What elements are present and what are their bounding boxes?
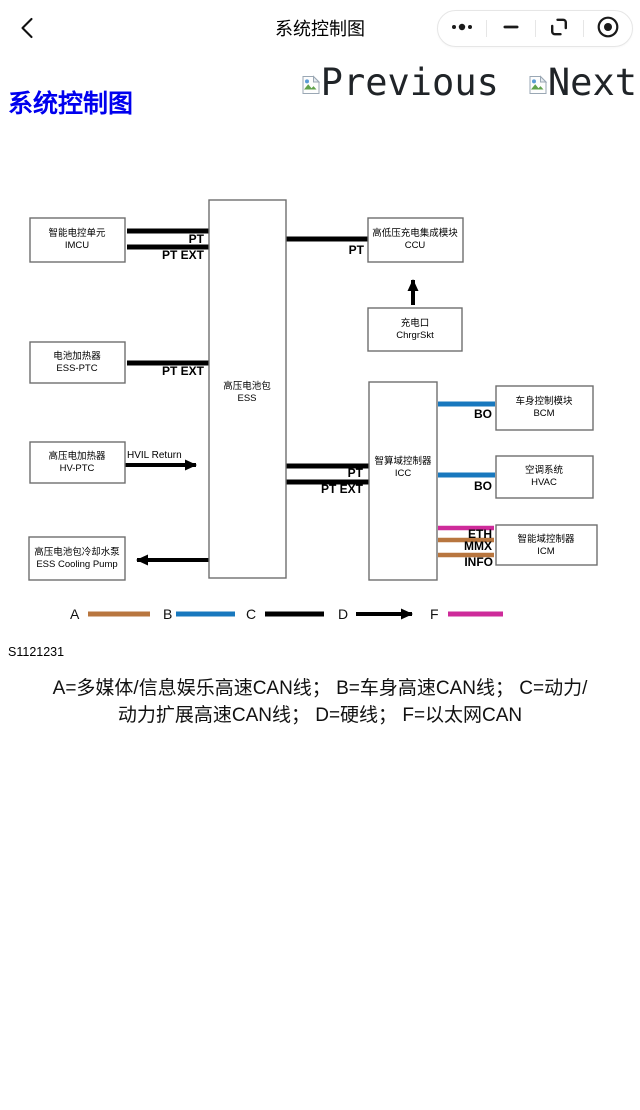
node-essptc-code: ESS-PTC xyxy=(56,363,97,374)
node-icm: 智能域控制器 ICM xyxy=(495,524,598,566)
node-bcm-name: 车身控制模块 xyxy=(515,395,573,407)
node-icm-code: ICM xyxy=(537,546,555,557)
close-circle-button[interactable] xyxy=(584,11,632,46)
node-hvac: 空调系统 HVAC xyxy=(495,455,594,499)
more-button[interactable] xyxy=(438,11,486,46)
diagram-legend: A B C D F xyxy=(70,606,503,622)
node-bcm: 车身控制模块 BCM xyxy=(495,385,594,431)
page-title: 系统控制图 xyxy=(275,19,365,39)
node-chrgr-code: ChrgrSkt xyxy=(396,330,434,341)
node-hvac-code: HVAC xyxy=(531,477,557,488)
broken-image-icon xyxy=(528,58,548,108)
next-alt-text: Next xyxy=(547,61,637,104)
node-imcu-name: 智能电控单元 xyxy=(48,227,106,239)
label-pt: PT xyxy=(348,466,364,480)
node-essptc-name: 电池加热器 xyxy=(53,350,101,362)
pager-images-row: Previous Next xyxy=(0,56,640,110)
node-pump-name: 高压电池包冷却水泵 xyxy=(34,546,120,558)
node-bcm-code: BCM xyxy=(533,408,554,419)
label-bo: BO xyxy=(474,407,492,421)
node-ccu-name: 高低压充电集成模块 xyxy=(372,227,458,239)
line-labels: PT PT EXT PT PT EXT HVIL Return PT PT EX… xyxy=(127,232,493,569)
legend-b-label: B xyxy=(163,606,172,622)
restore-button[interactable] xyxy=(536,11,584,46)
chevron-left-icon xyxy=(17,16,37,43)
capsule-divider xyxy=(534,20,536,37)
more-dots-icon xyxy=(448,15,476,42)
label-bo: BO xyxy=(474,479,492,493)
restore-window-icon xyxy=(547,15,571,42)
label-pt: PT xyxy=(189,232,205,246)
legend-caption-line2: 动力扩展高速CAN线； D=硬线； F=以太网CAN xyxy=(117,705,523,726)
can-lines-colored xyxy=(438,401,495,558)
label-pt: PT xyxy=(349,243,365,257)
node-hvptc-code: HV-PTC xyxy=(60,463,95,474)
node-hvptc-name: 高压电加热器 xyxy=(48,450,106,462)
capsule-divider xyxy=(583,20,585,37)
node-icc-name: 智算域控制器 xyxy=(374,455,432,467)
node-ess-code: ESS xyxy=(237,393,256,404)
node-ccu: 高低压充电集成模块 CCU xyxy=(367,217,464,263)
target-circle-icon xyxy=(595,14,621,43)
broken-image-icon xyxy=(301,58,321,108)
legend-c-label: C xyxy=(246,606,256,622)
label-info: INFO xyxy=(464,555,493,569)
figure-id: S1121231 xyxy=(8,645,65,659)
label-eth: ETH xyxy=(468,527,492,541)
miniprogram-capsule xyxy=(437,10,633,47)
minimize-icon xyxy=(499,15,523,42)
hardwire-arrows xyxy=(125,279,419,566)
legend-d-label: D xyxy=(338,606,348,622)
legend-caption-line1: A=多媒体/信息娱乐高速CAN线； B=车身高速CAN线； C=动力/ xyxy=(52,678,588,699)
node-hvac-name: 空调系统 xyxy=(525,464,564,476)
label-pt-ext: PT EXT xyxy=(321,482,364,496)
node-ess-name: 高压电池包 xyxy=(223,380,271,392)
node-chrgr-name: 充电口 xyxy=(401,317,430,329)
legend-caption: A=多媒体/信息娱乐高速CAN线； B=车身高速CAN线； C=动力/ 动力扩展… xyxy=(0,675,640,729)
legend-a-label: A xyxy=(70,606,80,622)
label-mmx: MMX xyxy=(464,539,492,553)
label-pt-ext: PT EXT xyxy=(162,364,205,378)
node-chrgrskt: 充电口 ChrgrSkt xyxy=(367,307,463,352)
label-pt-ext: PT EXT xyxy=(162,248,205,262)
node-ess: 高压电池包 ESS xyxy=(208,199,287,579)
node-imcu: 智能电控单元 IMCU xyxy=(29,217,126,263)
node-pump-code: ESS Cooling Pump xyxy=(36,559,117,570)
previous-alt-text: Previous xyxy=(320,61,499,104)
document-heading: 系统控制图 xyxy=(8,90,134,118)
back-button[interactable] xyxy=(10,14,44,44)
node-ess-ptc: 电池加热器 ESS-PTC xyxy=(29,341,126,384)
capsule-divider xyxy=(485,20,487,37)
previous-image-link[interactable]: Previous xyxy=(301,58,499,108)
node-icm-name: 智能域控制器 xyxy=(517,533,575,545)
legend-f-label: F xyxy=(430,606,439,622)
node-ccu-code: CCU xyxy=(405,240,426,251)
minimize-button[interactable] xyxy=(487,11,535,46)
bus-lines-black xyxy=(127,228,369,485)
navbar: 系统控制图 xyxy=(0,0,640,56)
label-hvil-return: HVIL Return xyxy=(127,450,182,461)
system-control-diagram: PT PT EXT PT PT EXT HVIL Return PT PT EX… xyxy=(28,199,598,622)
node-ess-cooling-pump: 高压电池包冷却水泵 ESS Cooling Pump xyxy=(28,536,126,581)
node-hv-ptc: 高压电加热器 HV-PTC xyxy=(29,441,126,484)
node-icc-code: ICC xyxy=(395,468,412,479)
next-image-link[interactable]: Next xyxy=(528,58,637,108)
node-icc: 智算域控制器 ICC xyxy=(368,381,438,581)
node-imcu-code: IMCU xyxy=(65,240,89,251)
